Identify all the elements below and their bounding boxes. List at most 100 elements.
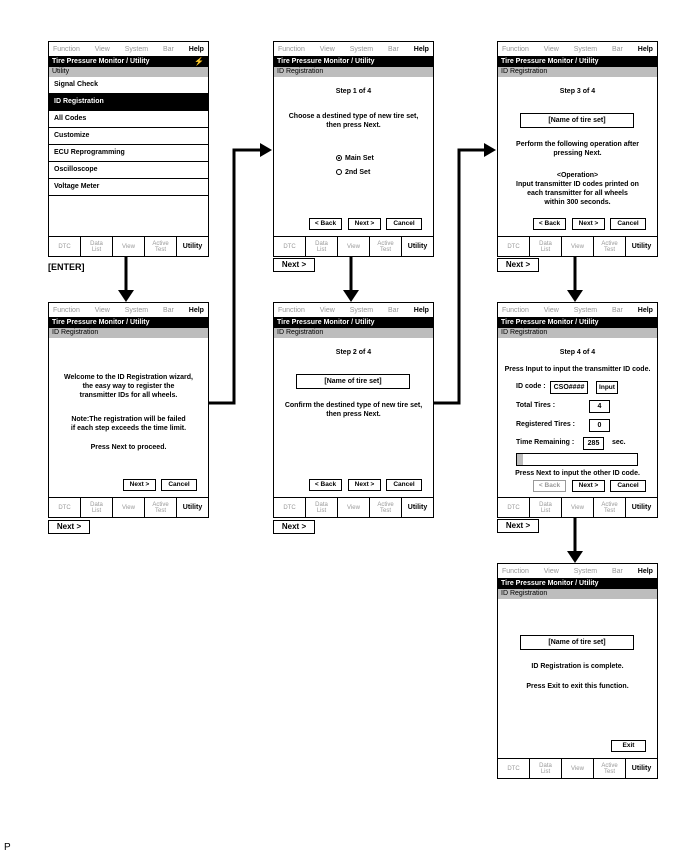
menu-bar-item[interactable]: Bar — [387, 306, 399, 314]
next-outer-button[interactable]: Next > — [497, 519, 539, 533]
menu-system[interactable]: System — [124, 45, 149, 53]
cancel-button[interactable]: Cancel — [610, 480, 646, 492]
next-button[interactable]: Next > — [572, 480, 605, 492]
input-button[interactable]: Input — [596, 381, 618, 394]
menu-function[interactable]: Function — [502, 306, 529, 314]
cancel-button[interactable]: Cancel — [610, 218, 646, 230]
tab-view[interactable]: View — [562, 759, 594, 778]
tab-dtc[interactable]: DTC — [49, 237, 81, 256]
radio-main-set[interactable]: Main Set — [336, 155, 374, 162]
next-button[interactable]: Next > — [348, 218, 381, 230]
menu-view[interactable]: View — [319, 306, 335, 314]
tab-view[interactable]: View — [562, 237, 594, 256]
tab-utility[interactable]: Utility — [407, 503, 428, 511]
cancel-button[interactable]: Cancel — [161, 479, 197, 491]
tab-dtc[interactable]: DTC — [274, 498, 306, 517]
menu-view[interactable]: View — [94, 306, 110, 314]
menu-item-ecu-reprogramming[interactable]: ECU Reprogramming — [49, 145, 208, 162]
back-button[interactable]: < Back — [309, 218, 342, 230]
menu-view[interactable]: View — [543, 306, 559, 314]
menu-help[interactable]: Help — [413, 45, 429, 53]
cancel-button[interactable]: Cancel — [386, 218, 422, 230]
menu-system[interactable]: System — [573, 567, 598, 575]
menu-system[interactable]: System — [124, 306, 149, 314]
menu-function[interactable]: Function — [502, 45, 529, 53]
tab-dtc[interactable]: DTC — [498, 498, 530, 517]
menu-view[interactable]: View — [543, 45, 559, 53]
cancel-button[interactable]: Cancel — [386, 479, 422, 491]
menu-view[interactable]: View — [319, 45, 335, 53]
menu-function[interactable]: Function — [278, 306, 305, 314]
menu-bar-item[interactable]: Bar — [611, 306, 623, 314]
menu-function[interactable]: Function — [278, 45, 305, 53]
next-button[interactable]: Next > — [572, 218, 605, 230]
tab-utility[interactable]: Utility — [407, 242, 428, 250]
menu-bar-item[interactable]: Bar — [611, 567, 623, 575]
menu-view[interactable]: View — [94, 45, 110, 53]
tab-dtc[interactable]: DTC — [498, 237, 530, 256]
menu-item-oscilloscope[interactable]: Oscilloscope — [49, 162, 208, 179]
menu-help[interactable]: Help — [188, 45, 204, 53]
tab-view[interactable]: View — [113, 498, 145, 517]
radio-2nd-set[interactable]: 2nd Set — [336, 169, 370, 176]
menu-item-all-codes[interactable]: All Codes — [49, 111, 208, 128]
back-button[interactable]: < Back — [533, 218, 566, 230]
next-outer-button[interactable]: Next > — [273, 520, 315, 534]
menu-function[interactable]: Function — [502, 567, 529, 575]
menu-item-id-registration[interactable]: ID Registration — [49, 94, 208, 111]
tab-utility[interactable]: Utility — [631, 242, 652, 250]
id-code-field[interactable]: CSO#### — [550, 381, 588, 394]
tab-view[interactable]: View — [338, 498, 370, 517]
menu-help[interactable]: Help — [413, 306, 429, 314]
tab-dtc[interactable]: DTC — [274, 237, 306, 256]
next-button[interactable]: Next > — [348, 479, 381, 491]
tab-utility[interactable]: Utility — [631, 503, 652, 511]
next-outer-button[interactable]: Next > — [273, 258, 315, 272]
back-button[interactable]: < Back — [309, 479, 342, 491]
tab-dtc[interactable]: DTC — [498, 759, 530, 778]
menu-help[interactable]: Help — [637, 45, 653, 53]
tab-view[interactable]: View — [562, 498, 594, 517]
menu-function[interactable]: Function — [53, 45, 80, 53]
next-outer-button[interactable]: Next > — [497, 258, 539, 272]
tab-utility[interactable]: Utility — [182, 242, 203, 250]
tab-view[interactable]: View — [338, 237, 370, 256]
next-outer-button[interactable]: Next > — [48, 520, 90, 534]
menu-bar-item[interactable]: Bar — [387, 45, 399, 53]
menu-bar-item[interactable]: Bar — [162, 45, 174, 53]
menu-item-customize[interactable]: Customize — [49, 128, 208, 145]
menu-view[interactable]: View — [543, 567, 559, 575]
exit-button[interactable]: Exit — [611, 740, 646, 752]
menu-bar-item[interactable]: Bar — [162, 306, 174, 314]
menu-system[interactable]: System — [573, 306, 598, 314]
next-button[interactable]: Next > — [123, 479, 156, 491]
menu-system[interactable]: System — [349, 45, 374, 53]
tab-dtc[interactable]: DTC — [49, 498, 81, 517]
menu-help[interactable]: Help — [188, 306, 204, 314]
tab-utility[interactable]: Utility — [631, 764, 652, 772]
tab-view[interactable]: View — [113, 237, 145, 256]
menu-function[interactable]: Function — [53, 306, 80, 314]
menu-help[interactable]: Help — [637, 567, 653, 575]
menu-item-voltage-meter[interactable]: Voltage Meter — [49, 179, 208, 196]
menu-system[interactable]: System — [573, 45, 598, 53]
tab-utility[interactable]: Utility — [182, 503, 203, 511]
menu-system[interactable]: System — [349, 306, 374, 314]
menu-help[interactable]: Help — [637, 306, 653, 314]
menu-item-signal-check[interactable]: Signal Check — [49, 77, 208, 94]
back-button[interactable]: < Back — [533, 480, 566, 492]
